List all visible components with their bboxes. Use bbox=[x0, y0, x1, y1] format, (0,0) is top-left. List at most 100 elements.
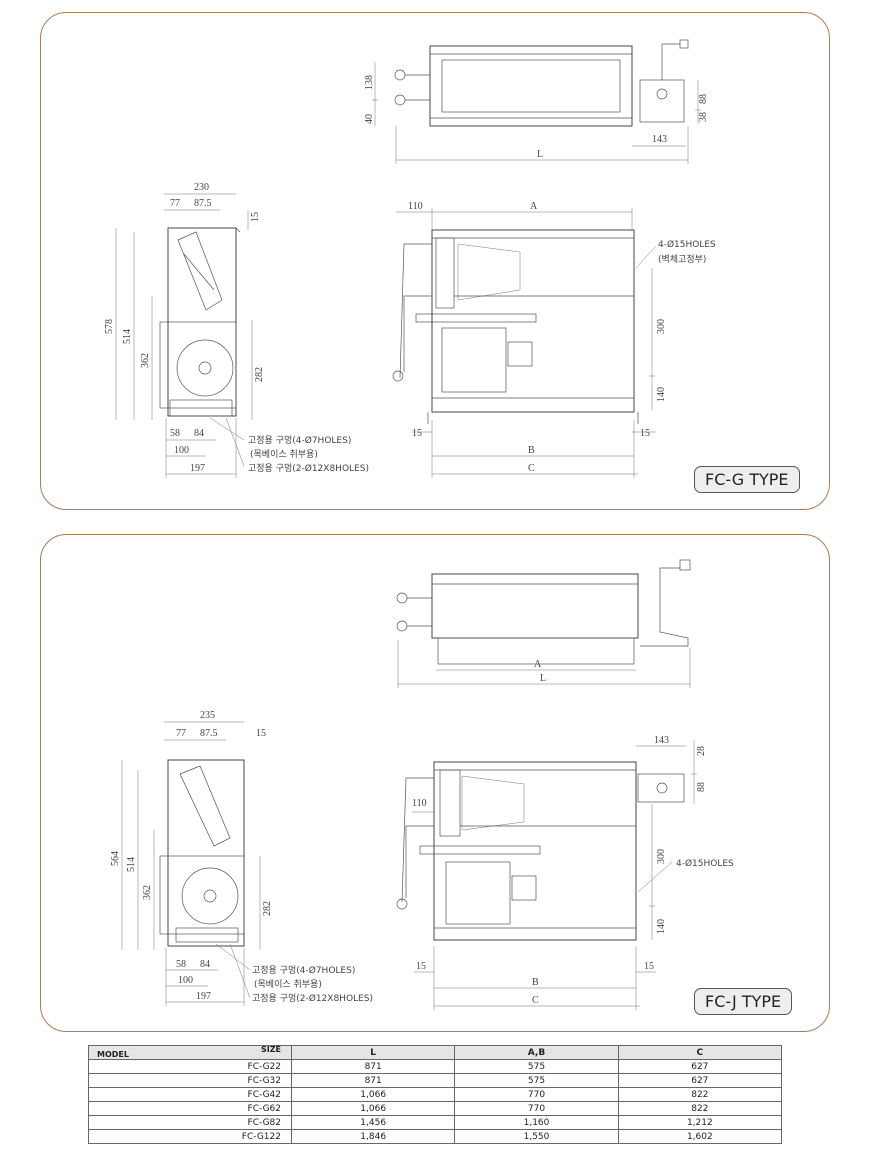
fc-j-side-58: 58 bbox=[176, 959, 186, 970]
table-cell-c: 1,602 bbox=[617, 1129, 783, 1144]
table-header-c: C bbox=[617, 1045, 783, 1060]
fc-j-front-143: 143 bbox=[654, 735, 669, 746]
table-row: FC-G122 1,846 1,550 1,602 bbox=[88, 1129, 783, 1144]
fc-j-front-15a: 15 bbox=[416, 961, 426, 972]
fc-j-side-235: 235 bbox=[200, 710, 215, 721]
fc-j-top-view bbox=[396, 559, 691, 688]
fc-g-side-100: 100 bbox=[174, 445, 189, 456]
fc-j-side-100: 100 bbox=[178, 975, 193, 986]
size-header-label: SIZE bbox=[260, 1045, 281, 1054]
fc-j-side-282: 282 bbox=[262, 901, 273, 916]
fc-g-dim-88: 88 bbox=[698, 94, 709, 104]
table-cell-model: FC-G82 bbox=[88, 1115, 292, 1130]
table-cell-l: 1,846 bbox=[290, 1129, 456, 1144]
table-cell-l: 1,066 bbox=[290, 1087, 456, 1102]
fc-g-dim-l: L bbox=[537, 149, 543, 160]
table-row: FC-G82 1,456 1,160 1,212 bbox=[88, 1115, 783, 1130]
fc-g-front-b: B bbox=[528, 445, 535, 456]
fc-g-side-view bbox=[115, 193, 253, 478]
fc-g-front-c: C bbox=[528, 463, 535, 474]
fc-g-front-140: 140 bbox=[656, 387, 667, 402]
fc-g-front-holes-note: (벽체고정부) bbox=[658, 254, 706, 265]
table-cell-ab: 770 bbox=[454, 1087, 619, 1102]
fc-j-front-15b: 15 bbox=[644, 961, 654, 972]
fc-g-note-3: 고정용 구멍(2-Ø12X8HOLES) bbox=[248, 463, 369, 474]
fc-j-side-362: 362 bbox=[142, 885, 153, 900]
fc-j-front-c: C bbox=[532, 995, 539, 1006]
fc-g-top-view bbox=[372, 39, 701, 164]
table-cell-model: FC-G22 bbox=[88, 1059, 292, 1074]
table-cell-ab: 1,160 bbox=[454, 1115, 619, 1130]
fc-j-front-28: 28 bbox=[696, 746, 707, 756]
fc-g-side-230: 230 bbox=[194, 182, 209, 193]
fc-g-note-1: 고정용 구멍(4-Ø7HOLES) bbox=[248, 435, 351, 446]
fc-j-top-l: L bbox=[540, 673, 546, 684]
fc-j-front-view bbox=[396, 740, 697, 1010]
fc-j-panel bbox=[40, 534, 830, 1032]
fc-g-front-110: 110 bbox=[408, 201, 423, 212]
fc-j-front-300: 300 bbox=[656, 849, 667, 864]
fc-j-side-77: 77 bbox=[176, 728, 186, 739]
fc-g-side-197: 197 bbox=[190, 463, 205, 474]
fc-g-side-514: 514 bbox=[122, 329, 133, 344]
table-row: FC-G22 871 575 627 bbox=[88, 1059, 783, 1074]
fc-g-front-a: A bbox=[530, 201, 538, 212]
fc-j-front-140: 140 bbox=[656, 919, 667, 934]
fc-j-note-1: 고정용 구멍(4-Ø7HOLES) bbox=[252, 965, 355, 976]
table-header-ab: A,B bbox=[454, 1045, 619, 1060]
table-cell-model: FC-G122 bbox=[88, 1129, 292, 1144]
fc-g-panel bbox=[40, 12, 830, 510]
table-header-model-size: MODEL SIZE bbox=[88, 1045, 292, 1060]
fc-g-dim-38: 38 bbox=[698, 112, 709, 122]
fc-g-side-87: 87.5 bbox=[194, 198, 212, 209]
fc-g-front-15a: 15 bbox=[412, 428, 422, 439]
fc-j-note-3: 고정용 구멍(2-Ø12X8HOLES) bbox=[252, 993, 373, 1004]
fc-g-front-view bbox=[392, 208, 657, 478]
fc-j-side-87: 87.5 bbox=[200, 728, 218, 739]
fc-g-front-15b: 15 bbox=[640, 428, 650, 439]
fc-j-front-110: 110 bbox=[412, 798, 427, 809]
fc-j-side-197: 197 bbox=[196, 991, 211, 1002]
fc-g-front-holes: 4-Ø15HOLES bbox=[658, 239, 716, 250]
table-cell-l: 1,066 bbox=[290, 1101, 456, 1116]
fc-g-note-2: (목베이스 취부용) bbox=[250, 449, 318, 460]
table-cell-model: FC-G62 bbox=[88, 1101, 292, 1116]
fc-g-type-badge: FC-G TYPE bbox=[694, 466, 800, 493]
table-cell-c: 822 bbox=[617, 1101, 783, 1116]
table-cell-c: 627 bbox=[617, 1073, 783, 1088]
table-cell-c: 1,212 bbox=[617, 1115, 783, 1130]
fc-j-note-2: (목베이스 취부용) bbox=[254, 979, 322, 990]
fc-g-side-84: 84 bbox=[194, 428, 204, 439]
table-header-row: MODEL SIZE L A,B C bbox=[88, 1045, 783, 1060]
fc-g-dim-138: 138 bbox=[364, 75, 375, 90]
fc-j-side-84: 84 bbox=[200, 959, 210, 970]
fc-j-side-564: 564 bbox=[110, 851, 121, 866]
fc-g-side-15: 15 bbox=[250, 212, 261, 222]
fc-j-side-15: 15 bbox=[256, 728, 266, 739]
table-cell-ab: 1,550 bbox=[454, 1129, 619, 1144]
fc-g-front-300: 300 bbox=[656, 319, 667, 334]
fc-j-side-514: 514 bbox=[126, 857, 137, 872]
fc-g-side-282: 282 bbox=[254, 367, 265, 382]
table-row: FC-G42 1,066 770 822 bbox=[88, 1087, 783, 1102]
fc-g-side-77: 77 bbox=[170, 198, 180, 209]
fc-g-side-58: 58 bbox=[170, 428, 180, 439]
fc-g-dim-40: 40 bbox=[364, 114, 375, 124]
fc-j-front-88: 88 bbox=[696, 782, 707, 792]
fc-g-side-362: 362 bbox=[140, 353, 151, 368]
technical-drawing: 138 40 88 38 143 L 230 77 87.5 15 578 51… bbox=[104, 39, 734, 1010]
table-cell-model: FC-G42 bbox=[88, 1087, 292, 1102]
fc-j-front-holes: 4-Ø15HOLES bbox=[676, 858, 734, 869]
table-cell-l: 871 bbox=[290, 1073, 456, 1088]
table-cell-ab: 575 bbox=[454, 1073, 619, 1088]
table-cell-ab: 770 bbox=[454, 1101, 619, 1116]
fc-g-dim-143: 143 bbox=[652, 134, 667, 145]
table-row: FC-G62 1,066 770 822 bbox=[88, 1101, 783, 1116]
fc-j-side-view bbox=[121, 721, 261, 1006]
fc-j-front-b: B bbox=[532, 977, 539, 988]
table-cell-model: FC-G32 bbox=[88, 1073, 292, 1088]
table-cell-l: 871 bbox=[290, 1059, 456, 1074]
table-cell-c: 627 bbox=[617, 1059, 783, 1074]
fc-g-side-578: 578 bbox=[104, 319, 115, 334]
model-header-label: MODEL bbox=[97, 1050, 129, 1059]
